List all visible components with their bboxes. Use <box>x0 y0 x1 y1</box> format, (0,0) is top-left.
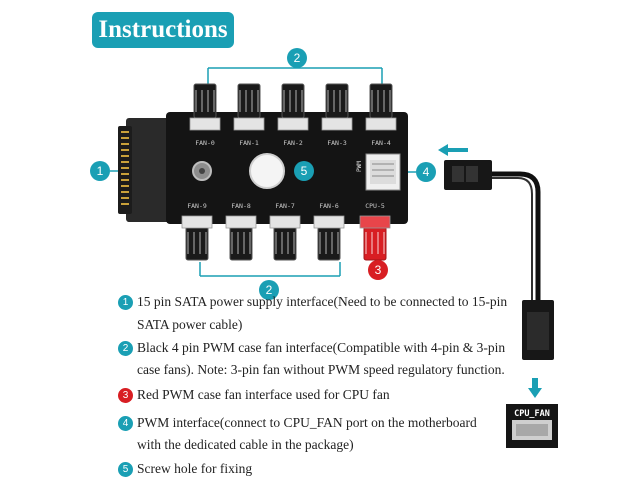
bottom-fan-label-1: FAN-8 <box>231 202 251 210</box>
bottom-header-0 <box>181 215 213 261</box>
motherboard-cpu-fan-port <box>506 404 558 448</box>
legend-text-4: PWM interface(connect to CPU_FAN port on… <box>137 415 477 430</box>
arrow-left-icon <box>438 144 468 156</box>
bottom-header-2 <box>269 215 301 261</box>
top-header-1 <box>233 83 265 131</box>
legend-text-2: Black 4 pin PWM case fan interface(Compa… <box>137 340 506 355</box>
top-fan-label-2: FAN-2 <box>283 139 303 147</box>
legend-num-2: 2 <box>118 341 133 356</box>
legend-num-3: 3 <box>118 388 133 403</box>
top-header-4 <box>365 83 397 131</box>
callout-1: 1 <box>90 161 110 181</box>
legend-text-1b: SATA power cable) <box>137 317 243 332</box>
bottom-fan-label-2: FAN-7 <box>275 202 295 210</box>
bottom-fan-label-3: FAN-6 <box>319 202 339 210</box>
legend-text-5: Screw hole for fixing <box>137 461 253 476</box>
legend-item-4: 4 PWM interface(connect to CPU_FAN port o… <box>118 414 477 432</box>
cable-plug <box>444 160 492 190</box>
cable-end-connector <box>522 300 554 360</box>
bracket-bottom <box>199 262 341 277</box>
pwm-board-label: PWM <box>356 161 363 172</box>
callout-4: 4 <box>416 162 436 182</box>
legend-num-5: 5 <box>118 462 133 477</box>
legend-item-3: 3 Red PWM case fan interface used for CPU… <box>118 386 390 404</box>
top-header-0 <box>189 83 221 131</box>
pcb-board <box>166 112 408 224</box>
legend-num-4: 4 <box>118 416 133 431</box>
pwm-header <box>365 153 401 191</box>
bracket-top <box>207 67 383 84</box>
top-fan-labels: FAN-0 FAN-1 FAN-2 FAN-3 FAN-4 <box>195 139 391 147</box>
top-fan-label-0: FAN-0 <box>195 139 215 147</box>
arrow-down-icon <box>528 378 542 398</box>
cpu-fan-port-label: CPU_FAN <box>514 409 550 419</box>
top-fan-headers <box>189 83 397 131</box>
top-fan-label-4: FAN-4 <box>371 139 391 147</box>
legend-item-1: 1 15 pin SATA power supply interface(Need… <box>118 293 507 311</box>
instructions-title: Instructions <box>92 12 234 48</box>
callout-3: 3 <box>368 260 388 280</box>
callout-2-top: 2 <box>287 48 307 68</box>
cable <box>492 171 541 300</box>
top-fan-label-3: FAN-3 <box>327 139 347 147</box>
bottom-fan-labels: FAN-9 FAN-8 FAN-7 FAN-6 CPU-5 <box>187 202 385 210</box>
bottom-header-1 <box>225 215 257 261</box>
top-header-2 <box>277 83 309 131</box>
bottom-header-3 <box>313 215 345 261</box>
bottom-fan-headers <box>181 215 391 261</box>
legend-num-1: 1 <box>118 295 133 310</box>
sata-connector <box>118 118 170 222</box>
bottom-header-4 <box>359 215 391 261</box>
legend-text-1: 15 pin SATA power supply interface(Need … <box>137 294 508 309</box>
callout-5: 5 <box>294 161 314 181</box>
capacitor <box>192 161 212 181</box>
legend-item-5: 5 Screw hole for fixing <box>118 460 252 478</box>
legend-text-3: Red PWM case fan interface used for CPU … <box>137 387 390 402</box>
cpu-fan-label: CPU-5 <box>365 202 385 210</box>
legend-item-2: 2 Black 4 pin PWM case fan interface(Comp… <box>118 339 505 357</box>
bottom-fan-label-0: FAN-9 <box>187 202 207 210</box>
screw-hole <box>249 153 285 189</box>
top-header-3 <box>321 83 353 131</box>
top-fan-label-1: FAN-1 <box>239 139 259 147</box>
callout-2-bottom: 2 <box>259 280 279 300</box>
legend-text-2b: case fans). Note: 3-pin fan without PWM … <box>137 362 505 377</box>
legend-text-4b: with the dedicated cable in the package) <box>137 437 354 452</box>
